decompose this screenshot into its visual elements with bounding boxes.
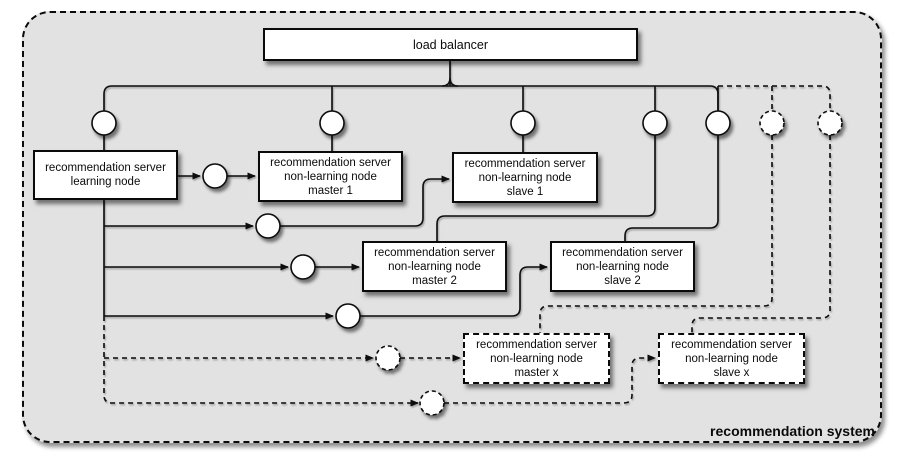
node-label-line: recommendation server <box>45 162 166 174</box>
node-label-line: non-learning node <box>478 171 572 184</box>
node-label-line: recommendation server <box>464 157 586 170</box>
node-label-line: non-learning node <box>490 352 583 365</box>
node-label-line: load balancer <box>412 37 489 52</box>
node-learning: recommendation server learning node <box>33 150 178 200</box>
distribution-bus-dashed <box>718 85 831 111</box>
node-label-line: learning node <box>70 176 141 188</box>
node-slave-1: recommendation server non-learning node … <box>452 152 598 203</box>
link-port-to-master-2 <box>436 135 656 241</box>
node-load-balancer: load balancer <box>263 28 638 61</box>
node-label-line: slave x <box>713 366 750 379</box>
node-label-line: slave 1 <box>506 185 544 198</box>
node-master-2: recommendation server non-learning node … <box>362 241 507 292</box>
link-queue-to-slave-x <box>444 354 656 404</box>
link-port-to-slave-2 <box>624 135 719 241</box>
node-slave-x: recommendation server non-learning node … <box>658 333 805 384</box>
queue-circle-master-x <box>375 345 401 371</box>
node-slave-2: recommendation server non-learning node … <box>550 241 695 292</box>
node-label-line: recommendation server <box>374 246 495 259</box>
queue-circle-master-2 <box>290 254 316 280</box>
system-title: recommendation system <box>710 423 875 439</box>
node-label-line: recommendation server <box>562 246 683 259</box>
port-circle-master-1 <box>319 110 345 136</box>
queue-circle-slave-1 <box>255 213 281 239</box>
node-label-line: master x <box>514 366 559 379</box>
port-circle-learning-node <box>91 110 117 136</box>
node-label-line: recommendation server <box>671 338 792 351</box>
node-label-line: non-learning node <box>576 260 669 273</box>
link-queue-to-slave-1 <box>280 175 450 227</box>
node-label-line: master 1 <box>308 184 353 197</box>
link-queue-to-slave-2 <box>360 263 548 317</box>
node-label-line: non-learning node <box>284 170 377 183</box>
queue-circle-slave-x <box>419 390 445 416</box>
node-label-line: recommendation server <box>476 338 597 351</box>
queue-circle-master-1 <box>202 163 228 189</box>
port-circle-slave-x <box>817 110 843 136</box>
link-port-to-slave-x <box>691 135 831 333</box>
link-port-to-master-x <box>539 135 773 333</box>
node-label-line: non-learning node <box>685 352 778 365</box>
port-circle-slave-1 <box>510 110 536 136</box>
node-label-line: non-learning node <box>388 260 481 273</box>
node-master-x: recommendation server non-learning node … <box>463 333 610 384</box>
node-label-line: recommendation server <box>270 156 391 169</box>
queue-circle-slave-2 <box>335 303 361 329</box>
learning-trunk-dashed <box>103 316 419 407</box>
port-circle-master-x <box>759 110 785 136</box>
node-label-line: slave 2 <box>604 274 641 287</box>
port-circle-master-2 <box>642 110 668 136</box>
distribution-bus-solid <box>103 85 719 111</box>
port-circle-slave-2 <box>705 110 731 136</box>
node-label-line: master 2 <box>412 274 457 287</box>
node-master-1: recommendation server non-learning node … <box>258 151 403 202</box>
